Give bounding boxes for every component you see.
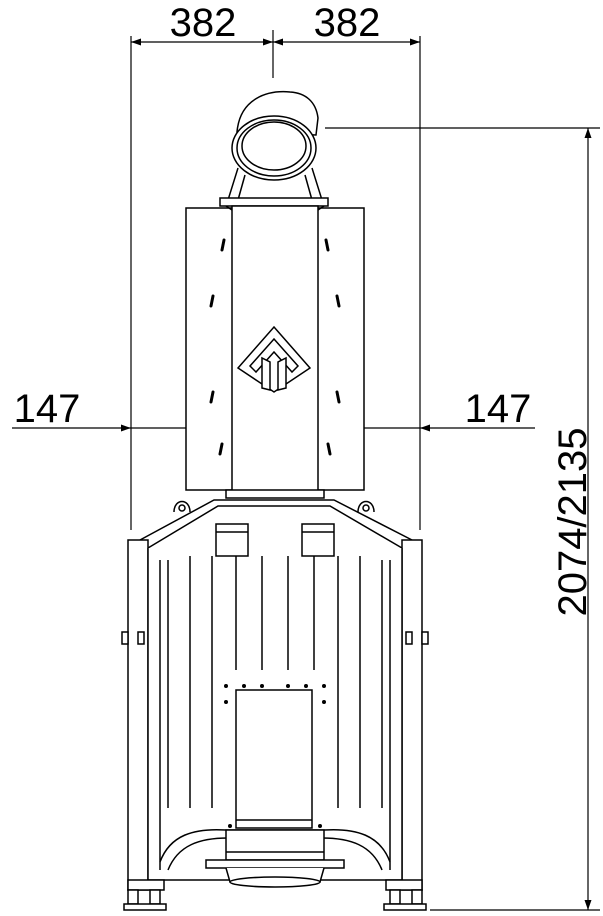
dimension-lines [12,30,600,911]
flue-elbow [219,90,329,210]
body-ribs [167,556,383,808]
brand-logo [236,325,312,393]
air-outlets [215,523,335,557]
dimension-label-top-right: 382 [314,1,381,45]
base-frame [159,828,391,888]
jacket-slots [209,238,341,456]
rivets [224,684,326,828]
dimension-label-side-left: 147 [14,387,81,431]
dimension-label-side-right: 147 [465,387,532,431]
dimension-label-top-left: 382 [170,1,237,45]
dimension-label-height: 2074/2135 [551,427,595,616]
door-opening [235,689,313,829]
feet [123,879,427,911]
